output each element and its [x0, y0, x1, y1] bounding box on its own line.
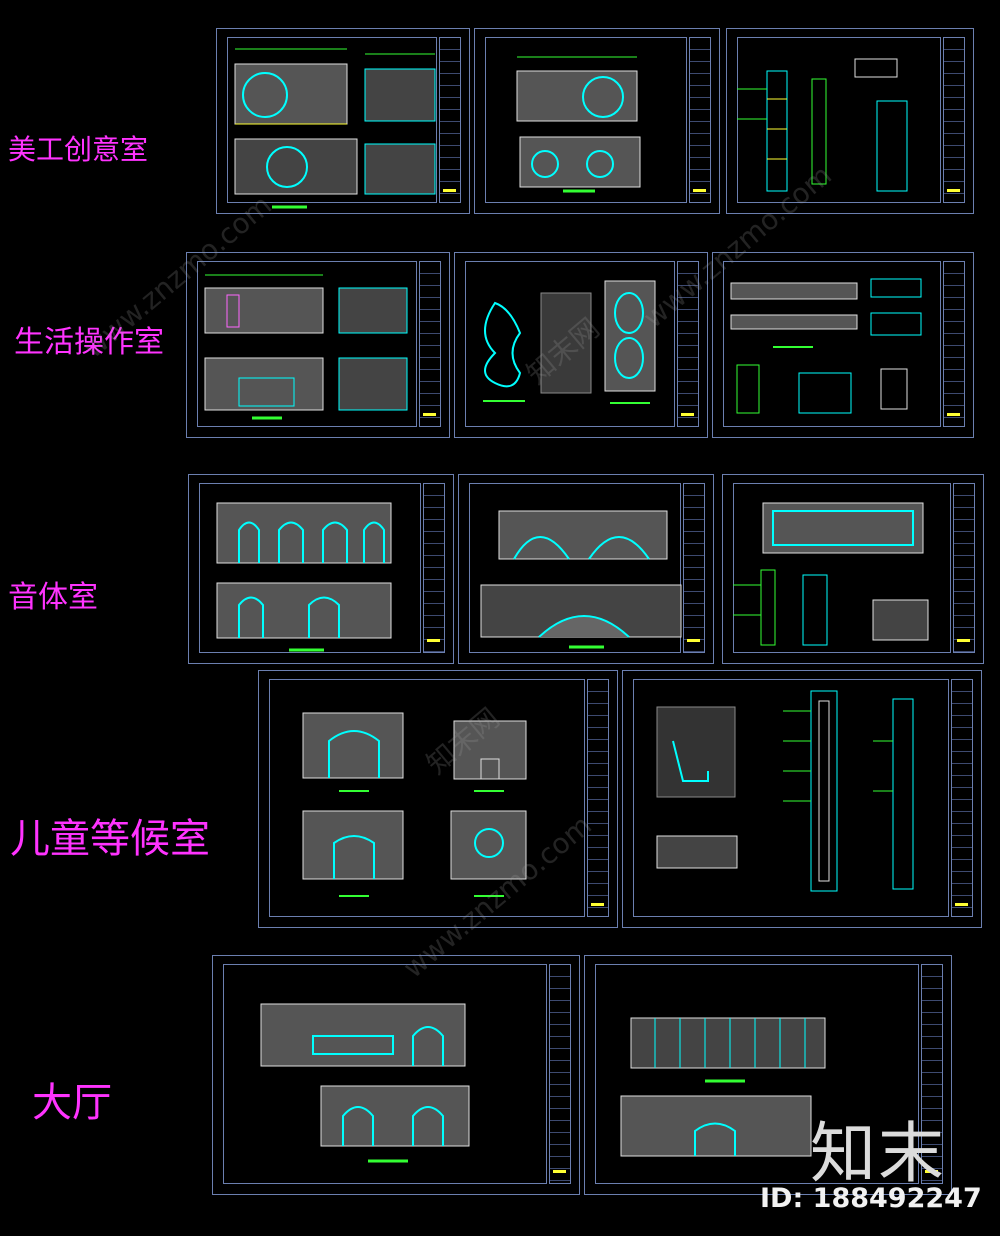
drawing-sheet: [186, 252, 450, 438]
elevation-drawing: [216, 502, 392, 652]
drawing-sheet: [454, 252, 708, 438]
elevation-drawing: [480, 510, 682, 649]
section-detail-drawing: [656, 690, 914, 892]
elevation-drawing: [620, 1017, 826, 1157]
drawing-sheet: [212, 955, 580, 1195]
brand-logo: 知末: [810, 1115, 946, 1192]
image-id-label: ID: 188492247: [760, 1183, 982, 1214]
drawing-sheet: [474, 28, 720, 214]
drawing-sheet: [726, 28, 974, 214]
drawing-sheet: [216, 28, 470, 214]
elevation-drawing: [302, 712, 527, 897]
ceiling-plan-drawing: [483, 280, 656, 404]
section-detail-drawing: [733, 502, 929, 646]
elevation-drawing: [204, 274, 408, 420]
room-label-life-skills-room: 生活操作室: [14, 325, 164, 360]
room-label-music-gym-room: 音体室: [8, 580, 98, 615]
elevation-drawing: [234, 48, 436, 209]
section-detail-drawing: [730, 278, 922, 414]
drawing-sheet: [258, 670, 618, 928]
drawing-sheet: [458, 474, 714, 664]
drawing-sheet: [188, 474, 454, 664]
drawing-sheet: [712, 252, 974, 438]
elevation-drawing: [516, 56, 641, 193]
room-label-children-waiting-room: 儿童等候室: [10, 816, 210, 862]
drawing-sheet: [622, 670, 982, 928]
elevation-drawing: [260, 1003, 470, 1163]
room-label-art-studio: 美工创意室: [8, 133, 149, 166]
detail-drawing: [737, 58, 908, 192]
room-label-lobby: 大厅: [32, 1080, 112, 1126]
drawing-sheet: [584, 955, 952, 1195]
drawing-sheet: [722, 474, 984, 664]
